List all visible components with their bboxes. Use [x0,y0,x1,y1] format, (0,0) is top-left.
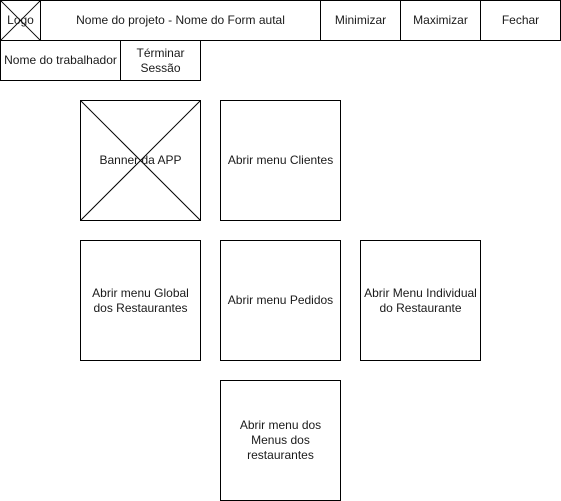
maximize-button-label: Maximizar [413,13,468,27]
close-button[interactable]: Fechar [480,0,561,41]
individual-restaurant-menu-button[interactable]: Abrir Menu Individual do Restaurante [360,240,481,361]
close-button-label: Fechar [501,13,540,27]
maximize-button[interactable]: Maximizar [400,0,481,41]
app-banner-label: Banner da APP [99,153,182,167]
logo-label: Logo [7,13,34,27]
clients-menu-label: Abrir menu Clientes [227,153,334,167]
global-restaurants-menu-button[interactable]: Abrir menu Global dos Restaurantes [80,240,201,361]
orders-menu-button[interactable]: Abrir menu Pedidos [220,240,341,361]
clients-menu-button[interactable]: Abrir menu Clientes [220,100,341,221]
worker-name-label: Nome do trabalhador [4,53,117,67]
app-banner: Banner da APP [80,100,201,221]
minimize-button[interactable]: Minimizar [320,0,401,41]
logo-placeholder: Logo [0,0,41,41]
orders-menu-label: Abrir menu Pedidos [227,293,334,307]
end-session-button-label: Términar Sessão [136,45,185,75]
restaurant-menus-menu-button[interactable]: Abrir menu dos Menus dos restaurantes [220,380,341,501]
image-placeholder-icon [1,1,40,40]
global-restaurants-menu-label: Abrir menu Global dos Restaurantes [92,285,189,315]
individual-restaurant-menu-label: Abrir Menu Individual do Restaurante [364,285,477,315]
minimize-button-label: Minimizar [334,13,387,27]
image-placeholder-icon [81,101,200,220]
window-title: Nome do projeto - Nome do Form autal [40,0,321,41]
restaurant-menus-menu-label: Abrir menu dos Menus dos restaurantes [239,418,322,462]
worker-name: Nome do trabalhador [0,40,121,81]
window-title-label: Nome do projeto - Nome do Form autal [76,13,285,27]
end-session-button[interactable]: Términar Sessão [120,40,201,81]
